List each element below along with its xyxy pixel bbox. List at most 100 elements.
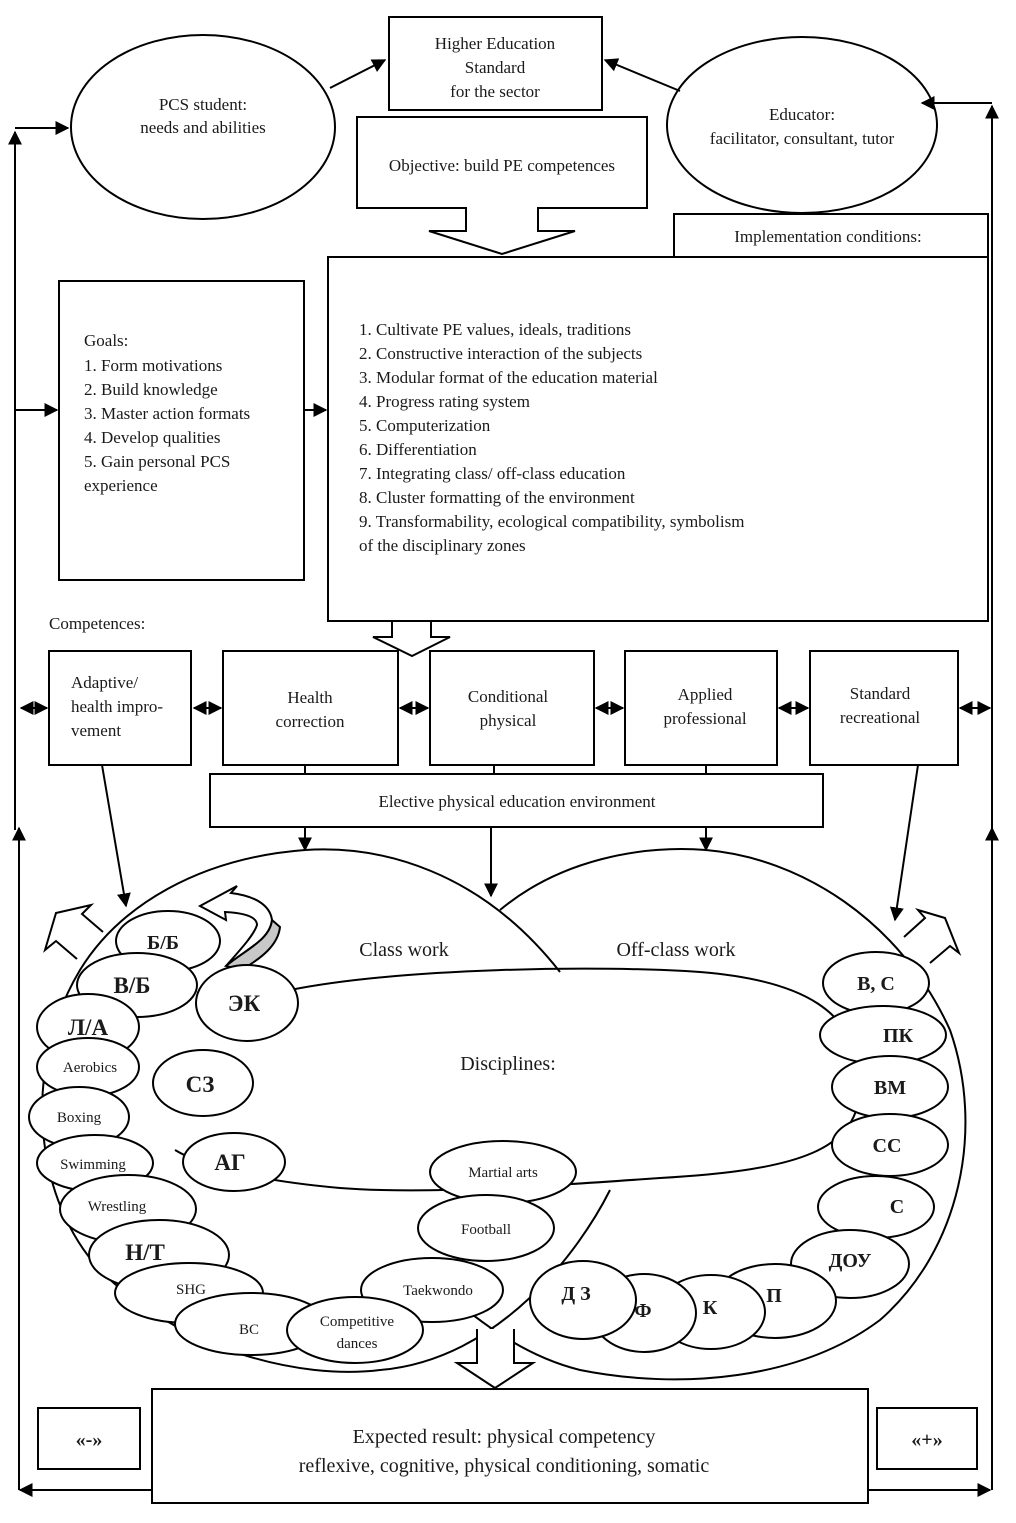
implementation-conditions-header: Implementation conditions: xyxy=(673,213,989,258)
plus-feedback-box: «+» xyxy=(876,1407,978,1470)
competence-line: health impro- xyxy=(71,697,163,716)
recreational-to-disciplines-arrow xyxy=(889,764,919,922)
discipline-label: СЗ xyxy=(186,1072,215,1097)
goals-box: Goals: 1. Form motivations 2. Build know… xyxy=(58,280,305,581)
offclass-disciplines: В, С ПК ВМ СС С ДОУ П К Ф Д З xyxy=(529,951,949,1353)
student-to-standard-arrow xyxy=(329,59,387,89)
condition-item: 1. Cultivate PE values, ideals, traditio… xyxy=(359,320,631,339)
competence-line: vement xyxy=(71,721,121,740)
discipline-label: Л/А xyxy=(68,1015,109,1040)
discipline-ss: СС xyxy=(831,1113,949,1177)
discipline-label: dances xyxy=(337,1336,378,1352)
discipline-label: ДОУ xyxy=(829,1250,872,1272)
condition-item: 5. Computerization xyxy=(359,416,491,435)
discipline-martial-arts: Martial arts xyxy=(429,1140,577,1204)
conditions-box: 1. Cultivate PE values, ideals, traditio… xyxy=(327,256,989,622)
condition-item: 6. Differentiation xyxy=(359,440,477,459)
left-feedback-loop xyxy=(7,121,152,1497)
discipline-label: ВМ xyxy=(874,1077,906,1099)
environment-text: Elective physical education environment xyxy=(378,792,655,811)
competence-line: Conditional xyxy=(468,687,549,706)
standard-line-1: Higher Education xyxy=(435,34,556,53)
discipline-label: С xyxy=(890,1196,904,1218)
discipline-label: Taekwondo xyxy=(403,1283,473,1299)
discipline-competitive-dances: Competitive dances xyxy=(286,1296,424,1364)
goal-item: 3. Master action formats xyxy=(84,404,250,423)
objective-text: Objective: build PE competences xyxy=(389,156,615,175)
competence-line: recreational xyxy=(840,708,920,727)
educator-to-standard-arrow xyxy=(603,58,681,92)
discipline-s: С xyxy=(817,1175,935,1239)
student-line-2: needs and abilities xyxy=(140,118,266,137)
competence-line: Applied xyxy=(678,685,733,704)
discipline-label: Martial arts xyxy=(468,1165,538,1181)
competence-standard-recreational-box: Standard recreational xyxy=(809,650,959,766)
discipline-label: Aerobics xyxy=(63,1060,117,1076)
condition-item: 9. Transformability, ecological compatib… xyxy=(359,512,744,531)
competence-applied-professional-box: Applied professional xyxy=(624,650,778,766)
goal-item: 2. Build knowledge xyxy=(84,380,218,399)
result-line-2: reflexive, cognitive, physical condition… xyxy=(299,1455,710,1477)
condition-item: 3. Modular format of the education mater… xyxy=(359,368,658,387)
conditions-down-arrow xyxy=(372,620,451,658)
pcs-student-ellipse: PCS student: needs and abilities xyxy=(70,34,336,220)
discipline-label: К xyxy=(703,1297,718,1319)
discipline-vs: В, С xyxy=(822,951,930,1015)
discipline-label: П xyxy=(766,1285,782,1307)
condition-item: 7. Integrating class/ off-class educatio… xyxy=(359,464,626,483)
educator-line-2: facilitator, consultant, tutor xyxy=(710,129,895,148)
disciplines-title: Disciplines: xyxy=(460,1053,556,1075)
condition-item: 8. Cluster formatting of the environment xyxy=(359,488,635,507)
discipline-label: СС xyxy=(873,1135,902,1157)
discipline-label: ЭК xyxy=(228,991,261,1016)
discipline-vm: ВМ xyxy=(831,1055,949,1119)
plus-label: «+» xyxy=(911,1429,942,1451)
discipline-aerobics: Aerobics xyxy=(36,1037,140,1097)
competence-line: correction xyxy=(276,712,345,731)
discipline-football: Football xyxy=(417,1194,555,1262)
class-outward-arrow xyxy=(43,903,104,960)
educator-ellipse: Educator: facilitator, consultant, tutor xyxy=(666,36,938,214)
competence-line: physical xyxy=(480,711,537,730)
off-class-work-label: Off-class work xyxy=(616,939,735,961)
expected-result-box: Expected result: physical competency ref… xyxy=(151,1388,869,1504)
discipline-label: SHG xyxy=(176,1282,206,1298)
competence-conditional-physical-box: Conditional physical xyxy=(429,650,595,766)
goal-item: 1. Form motivations xyxy=(84,356,222,375)
discipline-label: Competitive xyxy=(320,1314,395,1330)
discipline-dz: Д З xyxy=(529,1260,637,1340)
discipline-label: Д З xyxy=(561,1283,591,1305)
class-work-label: Class work xyxy=(359,939,448,961)
goal-item: 5. Gain personal PCS xyxy=(84,452,230,471)
class-work-region xyxy=(41,848,611,1373)
competence-line: professional xyxy=(663,709,746,728)
condition-item: 4. Progress rating system xyxy=(359,392,530,411)
goal-item: 4. Develop qualities xyxy=(84,428,220,447)
competence-line: Standard xyxy=(850,684,911,703)
discipline-ag: АГ xyxy=(182,1132,286,1192)
discipline-ek: ЭК xyxy=(195,964,299,1042)
higher-education-standard-box: Higher Education Standard for the sector xyxy=(388,16,603,111)
discipline-boxing: Boxing xyxy=(28,1086,130,1148)
disciplines-down-arrow xyxy=(453,1329,537,1390)
discipline-label: Wrestling xyxy=(88,1199,147,1215)
competence-line: Adaptive/ xyxy=(71,673,138,692)
discipline-label: ПК xyxy=(883,1025,914,1047)
goals-title: Goals: xyxy=(84,331,128,350)
educator-line-1: Educator: xyxy=(769,105,835,124)
discipline-label: В, С xyxy=(857,973,895,995)
objective-arrow-box: Objective: build PE competences xyxy=(356,116,648,256)
discipline-label: Н/Т xyxy=(125,1240,165,1265)
discipline-label: В/Б xyxy=(114,973,151,998)
implementation-title: Implementation conditions: xyxy=(734,227,921,246)
competences-label: Competences: xyxy=(49,614,145,633)
discipline-label: Boxing xyxy=(57,1110,102,1126)
standard-line-3: for the sector xyxy=(450,82,540,101)
minus-label: «-» xyxy=(76,1429,103,1451)
discipline-label: Football xyxy=(461,1222,511,1238)
off-class-work-region xyxy=(439,848,967,1381)
minus-feedback-box: «-» xyxy=(37,1407,141,1470)
discipline-pk: ПК xyxy=(819,1005,947,1065)
competence-line: Health xyxy=(287,688,333,707)
